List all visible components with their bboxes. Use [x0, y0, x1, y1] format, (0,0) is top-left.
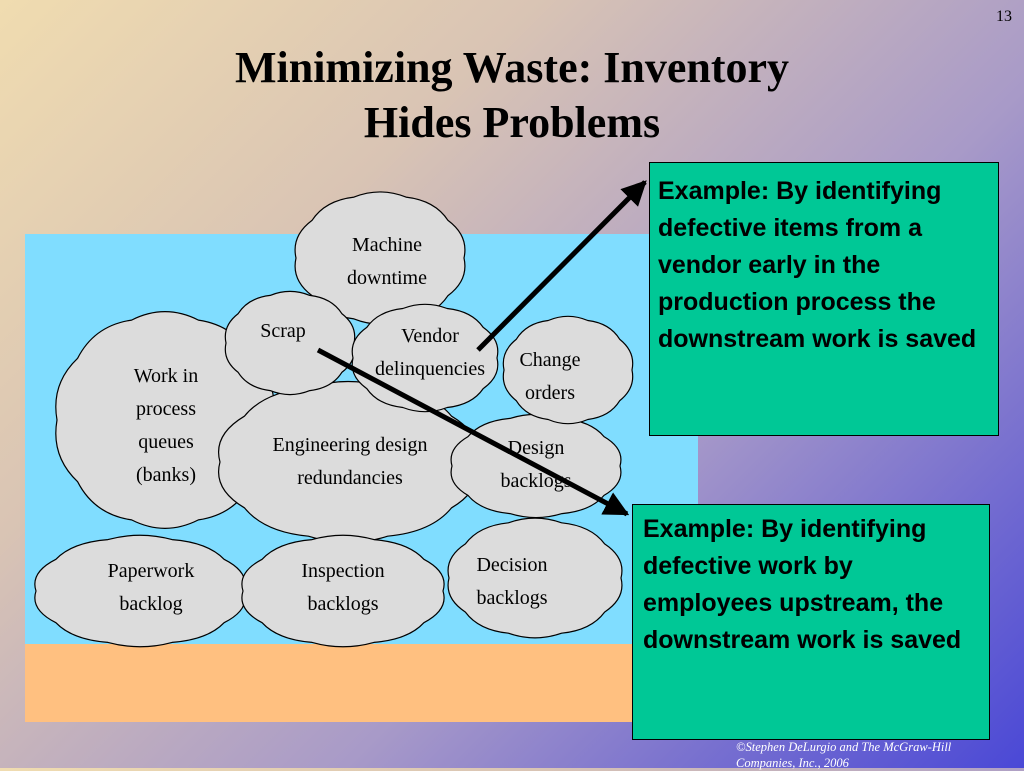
- cloud-label-line: Engineering design: [273, 434, 428, 456]
- cloud-label-line: (banks): [136, 464, 196, 486]
- title-line-2: Hides Problems: [363, 98, 661, 147]
- cloud-label-line: backlog: [119, 593, 182, 615]
- cloud-label: Change orders: [519, 349, 580, 404]
- cloud-scrap: Scrap: [224, 290, 356, 396]
- copyright-line-1: ©Stephen DeLurgio and The McGraw-Hill: [736, 740, 952, 754]
- arrow-to-top-callout: [476, 180, 647, 352]
- callout-arrows: [316, 180, 647, 517]
- cloud-label: Decision backlogs: [476, 554, 547, 609]
- cloud-vendor-delinquencies: Vendor delinquencies: [351, 303, 499, 413]
- ground-level: [25, 644, 698, 722]
- cloud-label: Work in process queues (banks): [134, 365, 199, 486]
- cloud-label: Paperwork backlog: [108, 560, 195, 615]
- cloud-shape: [502, 315, 634, 425]
- cloud-label-line: Machine: [352, 234, 422, 256]
- employee-example-callout: Example: By identifying defective work b…: [632, 504, 990, 740]
- cloud-label-line: process: [136, 398, 196, 420]
- arrow-to-bottom-callout: [316, 347, 630, 517]
- cloud-label-line: Inspection: [301, 560, 384, 582]
- cloud-machine-downtime: Machine downtime: [294, 191, 466, 325]
- cloud-shape: [447, 517, 623, 639]
- cloud-label-line: orders: [525, 382, 575, 404]
- cloud-label-line: Change: [519, 349, 580, 371]
- cloud-label: Engineering design redundancies: [273, 434, 428, 489]
- cloud-paperwork-backlog: Paperwork backlog: [34, 534, 246, 648]
- cloud-inspection-backlogs: Inspection backlogs: [241, 534, 445, 648]
- cloud-engineering-design-redundancies: Engineering design redundancies: [218, 380, 478, 544]
- page-number: 13: [996, 8, 1012, 25]
- cloud-label-line: backlogs: [476, 587, 547, 609]
- cloud-shape: [224, 290, 356, 396]
- cloud-shape: [34, 534, 246, 648]
- cloud-label-line: Decision: [476, 554, 547, 576]
- cloud-label-line: redundancies: [297, 467, 403, 489]
- vendor-example-callout: Example: By identifying defective items …: [649, 162, 999, 436]
- cloud-label: Vendor delinquencies: [375, 325, 485, 380]
- cloud-label-line: backlogs: [307, 593, 378, 615]
- cloud-change-orders: Change orders: [502, 315, 634, 425]
- cloud-label-line: Work in: [134, 365, 199, 387]
- title-line-1: Minimizing Waste: Inventory: [234, 43, 790, 92]
- cloud-label-line: Paperwork: [108, 560, 195, 582]
- cloud-label-line: queues: [138, 431, 194, 453]
- copyright-notice: ©Stephen DeLurgio and The McGraw-Hill Co…: [736, 739, 1024, 771]
- cloud-label: Inspection backlogs: [301, 560, 384, 615]
- cloud-decision-backlogs: Decision backlogs: [447, 517, 623, 639]
- cloud-label: Machine downtime: [347, 234, 427, 289]
- cloud-shape: [241, 534, 445, 648]
- problem-rocks: Work in process queues (banks) Engineering d…: [34, 191, 634, 648]
- cloud-label-line: delinquencies: [375, 358, 485, 380]
- cloud-label-line: Design: [508, 437, 565, 459]
- cloud-label-line: Scrap: [260, 320, 306, 342]
- cloud-label-line: Vendor: [401, 325, 459, 347]
- cloud-label-line: downtime: [347, 267, 427, 289]
- slide-title: Minimizing Waste: Inventory Hides Proble…: [0, 40, 1024, 150]
- cloud-label: Scrap: [260, 320, 306, 342]
- copyright-line-2: Companies, Inc., 2006: [736, 756, 849, 770]
